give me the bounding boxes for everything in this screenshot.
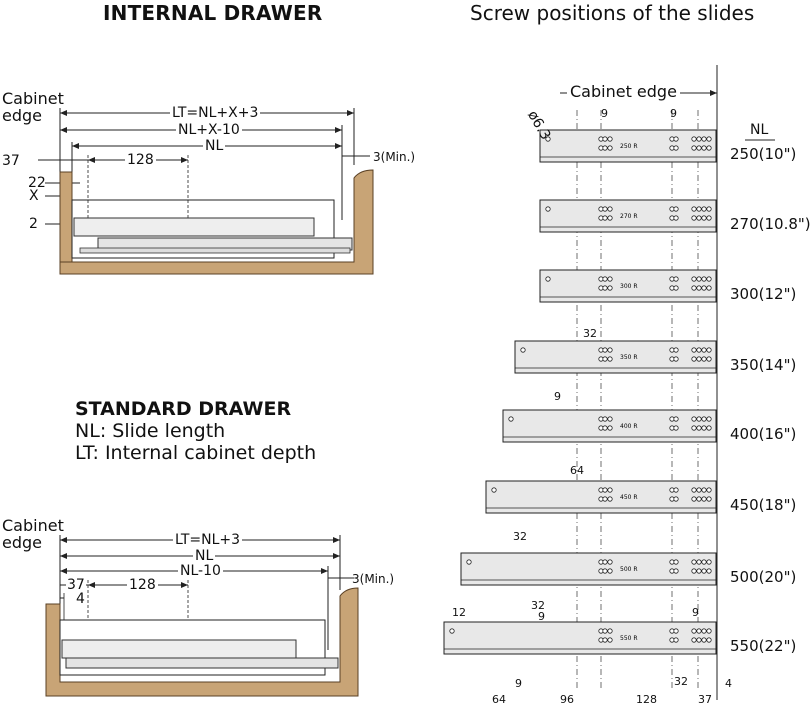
slide-bar-7: 550 R	[443, 621, 717, 655]
slide-bar-4: 400 R	[502, 409, 717, 443]
slide-nl-label-3: 350(14")	[730, 356, 797, 374]
internal-dim-128: 128	[125, 152, 156, 168]
dim-37: 37	[698, 693, 712, 706]
dim-12: 12	[452, 606, 466, 619]
dim-4: 4	[725, 677, 732, 690]
legend-lt-key: LT	[75, 442, 93, 464]
dim-32-a: 32	[583, 327, 597, 340]
screw-positions-drawing: 250 R 270 R 300 R 350 R 400 R 450 R 500 R 550 R	[443, 65, 775, 700]
internal-cabinet-edge-line1: Cabinet	[2, 89, 64, 108]
slide-bar-6: 500 R	[460, 552, 717, 586]
slide-tag-4: 400 R	[620, 423, 638, 430]
internal-drawer-drawing	[38, 108, 374, 275]
standard-drawer-legend: STANDARD DRAWER NL: Slide length LT: Int…	[75, 398, 316, 464]
standard-dim-lt: LT=NL+3	[173, 532, 243, 548]
slide-tag-1: 270 R	[620, 213, 638, 220]
slide-nl-label-6: 500(20")	[730, 568, 797, 586]
standard-dim-nl: NL	[193, 548, 216, 564]
legend-nl-text: : Slide length	[99, 420, 226, 442]
internal-dim-x: X	[29, 188, 39, 204]
dim-9-e: 9	[515, 677, 522, 690]
internal-cabinet-edge-label: Cabinet edge	[2, 90, 64, 124]
dim-64-a: 64	[570, 464, 584, 477]
standard-dim-4: 4	[76, 591, 85, 607]
dim-9-c: 9	[538, 610, 545, 623]
slide-tag-0: 250 R	[620, 143, 638, 150]
slide-bar-2: 300 R	[539, 269, 717, 303]
slide-tag-2: 300 R	[620, 283, 638, 290]
slide-nl-label-4: 400(16")	[730, 425, 797, 443]
internal-dim-2: 2	[29, 216, 38, 232]
dim-128-b: 128	[636, 693, 657, 706]
slide-bar-1: 270 R	[539, 199, 717, 233]
slide-tag-5: 450 R	[620, 494, 638, 501]
standard-dim-37: 37	[66, 577, 86, 593]
legend-lt: LT: Internal cabinet depth	[75, 442, 316, 464]
dim-32-c: 32	[531, 599, 545, 612]
dim-96: 96	[560, 693, 574, 706]
slide-tag-6: 500 R	[620, 566, 638, 573]
dim-32-d: 32	[674, 675, 688, 688]
dim-64-b: 64	[492, 693, 506, 706]
standard-dim-nl10: NL-10	[178, 563, 223, 579]
standard-dim-min: 3(Min.)	[352, 572, 395, 586]
internal-dim-min: 3(Min.)	[373, 150, 416, 164]
standard-cabinet-edge-line1: Cabinet	[2, 516, 64, 535]
standard-dim-128: 128	[127, 577, 158, 593]
slide-bar-3: 350 R	[514, 340, 717, 374]
internal-dim-nlx: NL+X-10	[176, 122, 242, 138]
screw-nl-header: NL	[750, 122, 769, 138]
slide-nl-label-2: 300(12")	[730, 285, 797, 303]
slide-bar-5: 450 R	[485, 480, 717, 514]
slide-nl-label-1: 270(10.8")	[730, 215, 811, 233]
standard-cabinet-edge-line2: edge	[2, 533, 42, 552]
internal-drawer-title: INTERNAL DRAWER	[103, 1, 323, 25]
dim-9-a: 9	[554, 390, 561, 403]
standard-cabinet-edge-label: Cabinet edge	[2, 517, 64, 551]
dim-32-b: 32	[513, 530, 527, 543]
dim-9-d: 9	[692, 606, 699, 619]
slide-tag-7: 550 R	[620, 635, 638, 642]
slide-nl-label-7: 550(22")	[730, 637, 797, 655]
standard-drawer-drawing	[45, 535, 359, 697]
internal-dim-nl: NL	[203, 138, 226, 154]
standard-drawer-title: STANDARD DRAWER	[75, 398, 292, 420]
legend-lt-text: : Internal cabinet depth	[92, 442, 317, 464]
internal-dim-lt: LT=NL+X+3	[170, 105, 261, 121]
internal-dim-37: 37	[2, 153, 20, 169]
slide-bar-0: 250 R	[539, 129, 717, 163]
dim-9-top1: 9	[601, 107, 608, 120]
legend-nl: NL: Slide length	[75, 420, 316, 442]
internal-dim-22: 22	[28, 175, 46, 191]
slide-nl-label-0: 250(10")	[730, 145, 797, 163]
dim-9-top2: 9	[670, 107, 677, 120]
slide-nl-label-5: 450(18")	[730, 496, 797, 514]
legend-nl-key: NL	[75, 420, 100, 442]
screw-positions-title: Screw positions of the slides	[470, 1, 755, 25]
screw-cabinet-edge-label: Cabinet edge	[567, 82, 680, 101]
internal-cabinet-edge-line2: edge	[2, 106, 42, 125]
slide-tag-3: 350 R	[620, 354, 638, 361]
